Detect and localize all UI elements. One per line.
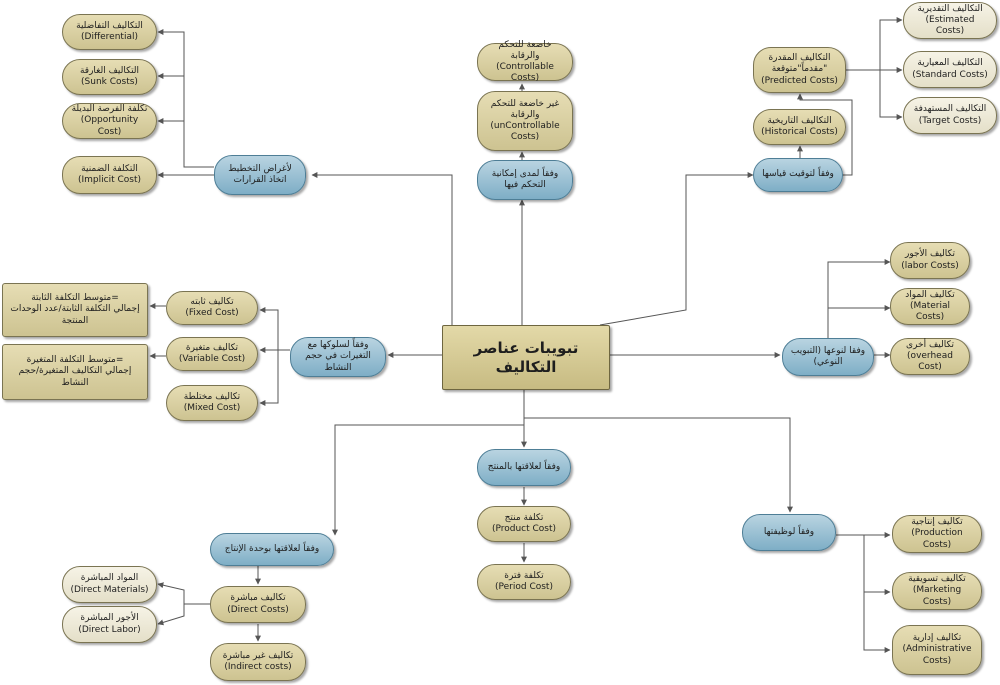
- link-center-production-unit: [332, 390, 525, 536]
- leaf-historical: التكاليف التاريخية (Historical Costs): [753, 109, 846, 145]
- leaf-standard: التكاليف المعيارية (Standard Costs): [903, 51, 997, 88]
- leaf-overhead: تكاليف أخرى (overhead Cost): [890, 338, 970, 375]
- leaf-variable: تكاليف متغيرة (Variable Cost): [166, 337, 258, 371]
- leaf-direct: تكاليف مباشرة (Direct Costs): [210, 586, 306, 623]
- fixed-cost-formula: متوسط التكلفة الثابتة= إجمالي التكلفة ال…: [2, 283, 148, 337]
- category-function: وفقاً لوظيفتها: [742, 514, 836, 551]
- leaf-estimated: التكاليف التقديرية (Estimated Costs): [903, 2, 997, 39]
- leaf-differential: التكاليف التفاضلية (Differential): [62, 14, 157, 50]
- leaf-period-cost: تكلفة فترة (Period Cost): [477, 564, 571, 600]
- link-center-timing: [599, 172, 754, 326]
- leaf-implicit: التكلفة الضمنية (Implicit Cost): [62, 156, 157, 194]
- category-planning: لأغراض التخطيط اتخاذ القرارات: [214, 155, 306, 195]
- variable-cost-formula: متوسط التكلفة المتغيرة= إجمالي التكاليف …: [2, 344, 148, 400]
- leaf-target: التكاليف المستهدفة (Target Costs): [903, 97, 997, 134]
- leaf-product-cost: تكلفة منتج (Product Cost): [477, 506, 571, 542]
- leaf-marketing: تكاليف تسويقية (Marketing Costs): [892, 572, 982, 610]
- leaf-production: تكاليف إنتاجية (Production Costs): [892, 515, 982, 553]
- leaf-fixed: تكاليف ثابته (Fixed Cost): [166, 291, 258, 325]
- link-center-function: [523, 390, 793, 513]
- leaf-mixed: تكاليف مختلطة (Mixed Cost): [166, 385, 258, 421]
- leaf-administrative: تكاليف إدارية (Administrative Costs): [892, 625, 982, 675]
- category-production-unit: وفقاً لعلاقتها بوحدة الإنتاج: [210, 533, 334, 566]
- leaf-indirect: تكاليف غير مباشرة (Indirect costs): [210, 643, 306, 681]
- leaf-controllable: خاضعة للتحكم والرقابة (Controllable Cost…: [477, 40, 573, 83]
- category-timing: وفقاً لتوقيت قياسها: [753, 158, 843, 192]
- center-node: تبويبات عناصر التكاليف: [442, 325, 610, 390]
- leaf-sunk: التكاليف الغارقة (Sunk Costs): [62, 59, 157, 95]
- leaf-uncontrollable: غير خاضعة للتحكم والرقابة (unControllabl…: [477, 91, 573, 151]
- leaf-labor: تكاليف الأجور (labor Costs): [890, 242, 970, 279]
- leaf-direct-labor: الأجور المباشرة (Direct Labor): [62, 606, 157, 643]
- leaf-direct-materials: المواد المباشرة (Direct Materials): [62, 566, 157, 603]
- category-behavior: وفقاً لسلوكها مع التغيرات في حجم النشاط: [290, 337, 386, 377]
- category-nature: وفقا لنوعها (التبويب النوعي): [782, 338, 874, 376]
- link-center-planning: [311, 172, 453, 325]
- leaf-material: تكاليف المواد (Material Costs): [890, 288, 970, 325]
- leaf-opportunity: تكلفة الفرصة البديلة (Opportunity Cost): [62, 103, 157, 139]
- category-product: وفقاً لعلاقتها بالمنتج: [477, 449, 571, 486]
- leaf-predicted: التكاليف المقدرة مقدماً"متوقعة" (Predict…: [753, 47, 846, 93]
- category-control: وفقاً لمدى إمكانية التحكم فيها: [477, 160, 573, 200]
